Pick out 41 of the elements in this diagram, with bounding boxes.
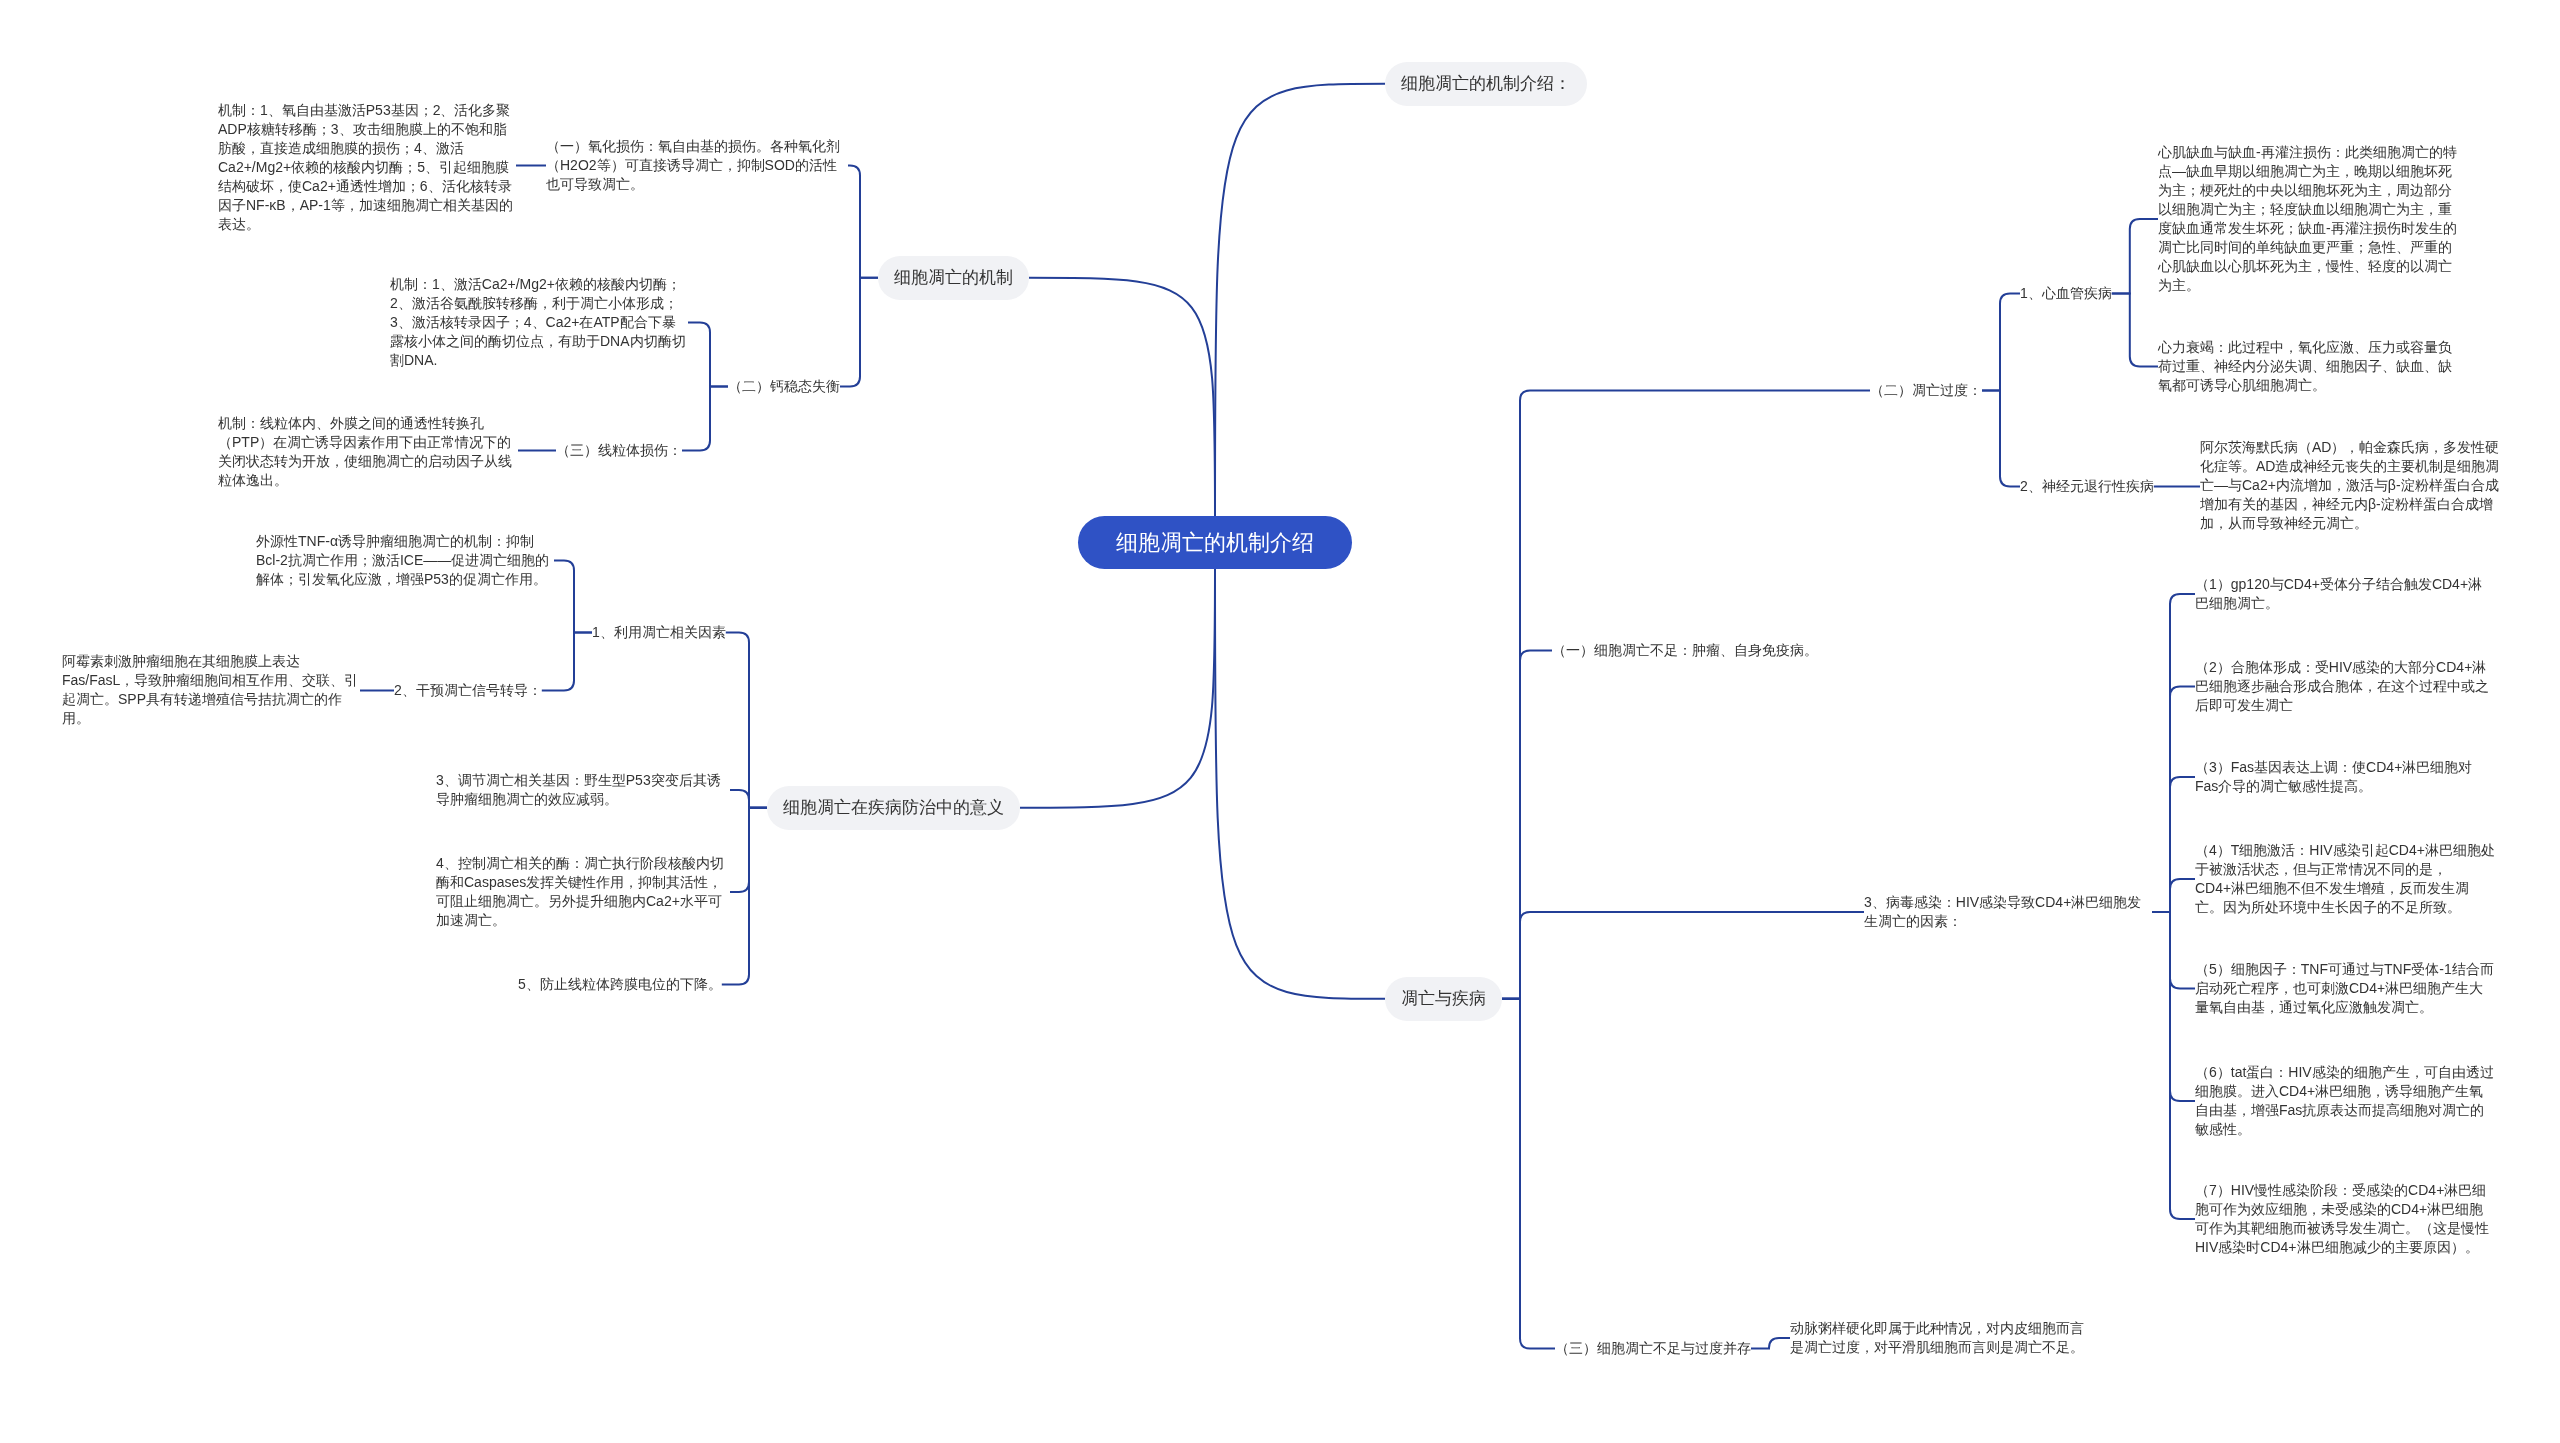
topic-text: （6）tat蛋白：HIV感染的细胞产生，可自由透过细胞膜。进入CD4+淋巴细胞，诱导细胞产生氧自由基，增强Fas抗原表达而提高细胞对凋亡的敏感性。 — [2195, 1063, 2495, 1139]
topic-text: （3）Fas基因表达上调：使CD4+淋巴细胞对Fas介导的凋亡敏感性提高。 — [2195, 758, 2495, 796]
topic-text: 动脉粥样硬化即属于此种情况，对内皮细胞而言是凋亡过度，对平滑肌细胞而言则是凋亡不足。 — [1790, 1319, 2090, 1357]
topic-text: 1、利用凋亡相关因素 — [592, 623, 726, 642]
topic-text: （7）HIV慢性感染阶段：受感染的CD4+淋巴细胞可作为效应细胞，未受感染的CD4+淋巴细胞可作为其靶细胞而被诱导发生凋亡。（这是慢性HIV感染时CD4+淋巴细胞减少的主要原因）。 — [2195, 1181, 2495, 1257]
topic-text: （5）细胞因子：TNF可通过与TNF受体-1结合而启动死亡程序，也可刺激CD4+淋巴细胞产生大量氧自由基，通过氧化应激触发凋亡。 — [2195, 960, 2495, 1017]
topic-text: 3、病毒感染：HIV感染导致CD4+淋巴细胞发生凋亡的因素： — [1864, 893, 2152, 931]
topic-text: （一）氧化损伤：氧自由基的损伤。各种氧化剂（H2O2等）可直接诱导凋亡，抑制SOD的活性也可导致凋亡。 — [546, 137, 848, 194]
topic-text: （二）钙稳态失衡 — [728, 377, 840, 396]
topic-text: （一）细胞凋亡不足：肿瘤、自身免疫病。 — [1552, 641, 1818, 660]
topic-text: 心肌缺血与缺血-再灌注损伤：此类细胞凋亡的特点—缺血早期以细胞凋亡为主，晚期以细胞坏死为主；梗死灶的中央以细胞坏死为主，周边部分以细胞凋亡为主；轻度缺血以细胞凋亡为主，重度缺血通常发生坏死；缺血-再灌注损伤时发生的凋亡比同时间的单纯缺血更严重；急性、严重的心肌缺血以心肌坏死为主，慢性、轻度的以凋亡为主。 — [2158, 143, 2458, 295]
connector-line — [2152, 485, 2201, 488]
connector-line — [1750, 1337, 1791, 1350]
topic-text: 2、神经元退行性疾病 — [2020, 477, 2154, 496]
topic-text: 机制：1、氧自由基激活P53基因；2、活化多聚ADP核糖转移酶；3、攻击细胞膜上的不饱和脂肪酸，直接造成细胞膜的损伤；4、激活Ca2+/Mg2+依赖的核酸内切酶；5、引起细胞膜结构破坏，使Ca2+通透性增加；6、活化核转录因子NF-κB，AP-1等，加速细胞凋亡相关基因的表达。 — [218, 101, 516, 234]
branch-topic: 凋亡与疾病 — [1385, 977, 1502, 1021]
topic-text: 外源性TNF-α诱导肿瘤细胞凋亡的机制：抑制Bcl-2抗凋亡作用；激活ICE——促进凋亡细胞的解体；引发氧化应激，增强P53的促凋亡作用。 — [256, 532, 554, 589]
topic-text: 4、控制凋亡相关的酶：凋亡执行阶段核酸内切酶和Caspases发挥关键性作用，抑制其活性，可阻止细胞凋亡。另外提升细胞内Ca2+水平可加速凋亡。 — [436, 854, 730, 930]
topic-text: 机制：线粒体内、外膜之间的通透性转换孔（PTP）在凋亡诱导因素作用下由正常情况下的关闭状态转为开放，使细胞凋亡的启动因子从线粒体逸出。 — [218, 414, 518, 490]
connector-line — [359, 689, 395, 692]
topic-text: 心力衰竭：此过程中，氧化应激、压力或容量负荷过重、神经内分泌失调、细胞因子、缺血、缺氧都可诱导心肌细胞凋亡。 — [2158, 338, 2458, 395]
topic-text: 机制：1、激活Ca2+/Mg2+依赖的核酸内切酶；2、激活谷氨酰胺转移酶，利于凋亡小体形成；3、激活核转录因子；4、Ca2+在ATP配合下暴露核小体之间的酶切位点，有助于DNA内切酶切割DNA. — [390, 275, 688, 370]
topic-text: 阿尔茨海默氏病（AD），帕金森氏病，多发性硬化症等。AD造成神经元丧失的主要机制是细胞凋亡—与Ca2+内流增加，激活与β-淀粉样蛋白合成增加有关的基因，神经元内β-淀粉样蛋白合成增加，从而导致神经元凋亡。 — [2200, 438, 2500, 533]
topic-text: （2）合胞体形成：受HIV感染的大部分CD4+淋巴细胞逐步融合形成合胞体，在这个过程中或之后即可发生凋亡 — [2195, 658, 2495, 715]
topic-text: 阿霉素刺激肿瘤细胞在其细胞膜上表达Fas/FasL，导致肿瘤细胞间相互作用、交联、引起凋亡。SPP具有转递增殖信号拮抗凋亡的作用。 — [62, 652, 360, 728]
branch-topic: 细胞凋亡在疾病防治中的意义 — [767, 786, 1020, 830]
connector-line — [515, 164, 547, 167]
topic-text: （二）凋亡过度： — [1870, 381, 1982, 400]
topic-text: （4）T细胞激活：HIV感染引起CD4+淋巴细胞处于被激活状态，但与正常情况不同的是，CD4+淋巴细胞不但不发生增殖，反而发生凋亡。因为所处环境中生长因子的不足所致。 — [2195, 841, 2495, 917]
topic-text: （三）线粒体损伤： — [556, 441, 682, 460]
connector-line — [1501, 997, 1556, 1350]
central-topic: 细胞凋亡的机制介绍 — [1078, 516, 1352, 569]
topic-text: （三）细胞凋亡不足与过度并存 — [1555, 1339, 1751, 1358]
topic-text: 3、调节凋亡相关基因：野生型P53突变后其诱导肿瘤细胞凋亡的效应减弱。 — [436, 771, 730, 809]
topic-text: （1）gp120与CD4+受体分子结合触发CD4+淋巴细胞凋亡。 — [2195, 575, 2495, 613]
topic-text: 1、心血管疾病 — [2020, 284, 2112, 303]
connector-line — [517, 449, 557, 452]
topic-text: 2、干预凋亡信号转导： — [394, 681, 542, 700]
topic-text: 5、防止线粒体跨膜电位的下降。 — [518, 975, 722, 994]
branch-topic: 细胞凋亡的机制介绍： — [1385, 62, 1587, 106]
branch-topic: 细胞凋亡的机制 — [878, 256, 1029, 300]
